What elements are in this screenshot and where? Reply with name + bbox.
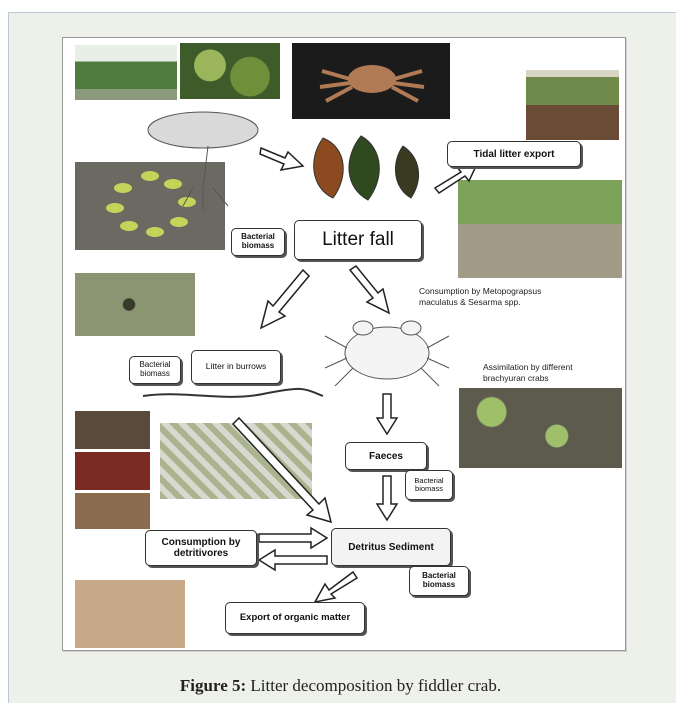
- box-detritus-sediment: Detritus Sediment: [331, 528, 451, 566]
- arrow-tree-to-leaves: [260, 148, 303, 170]
- figure-caption: Figure 5: Litter decomposition by fiddle…: [0, 676, 681, 696]
- arrow-detritus-to-export: [315, 572, 357, 602]
- arrow-litterfall-to-crab: [350, 266, 389, 313]
- note-consumption-crabs-line2: maculatus & Sesarma spp.: [419, 297, 541, 308]
- diagram-figure: Bacterial biomass Litter fall Tidal litt…: [62, 37, 626, 651]
- note-assimilation: Assimilation by different brachyuran cra…: [483, 362, 573, 383]
- note-consumption-crabs-line1: Consumption by Metopograpsus: [419, 286, 541, 297]
- box-litter-in-burrows: Litter in burrows: [191, 350, 281, 384]
- note-consumption-crabs: Consumption by Metopograpsus maculatus &…: [419, 286, 541, 307]
- arrow-consumption-to-detritus: [259, 528, 327, 548]
- crab-sketch: [325, 321, 449, 386]
- roots-sketch: [143, 389, 323, 397]
- figure-caption-label: Figure 5:: [180, 676, 246, 695]
- arrow-litterfall-to-burrows: [261, 270, 309, 328]
- box-bacterial-biomass-faeces: Bacterial biomass: [405, 470, 453, 500]
- arrow-faeces-to-detritus: [377, 476, 397, 520]
- box-bacterial-biomass-left: Bacterial biomass: [129, 356, 181, 384]
- note-assimilation-line2: brachyuran crabs: [483, 373, 573, 384]
- box-bacterial-biomass-bottom: Bacterial biomass: [409, 566, 469, 596]
- box-faeces: Faeces: [345, 442, 427, 470]
- note-assimilation-line1: Assimilation by different: [483, 362, 573, 373]
- box-consumption-detritivores: Consumption by detritivores: [145, 530, 257, 566]
- tree-sketch: [148, 112, 258, 210]
- arrow-burrows-to-detritus: [233, 418, 331, 522]
- figure-caption-text: Litter decomposition by fiddler crab.: [246, 676, 501, 695]
- box-export-organic-matter: Export of organic matter: [225, 602, 365, 634]
- box-litter-fall: Litter fall: [294, 220, 422, 260]
- arrow-detritus-to-consumption: [259, 550, 327, 570]
- leaf-sketches: [314, 136, 419, 200]
- box-bacterial-biomass-top: Bacterial biomass: [231, 228, 285, 256]
- arrow-leaves-to-export: [435, 164, 477, 193]
- box-tidal-litter-export: Tidal litter export: [447, 141, 581, 167]
- arrow-crab-to-faeces: [377, 394, 397, 434]
